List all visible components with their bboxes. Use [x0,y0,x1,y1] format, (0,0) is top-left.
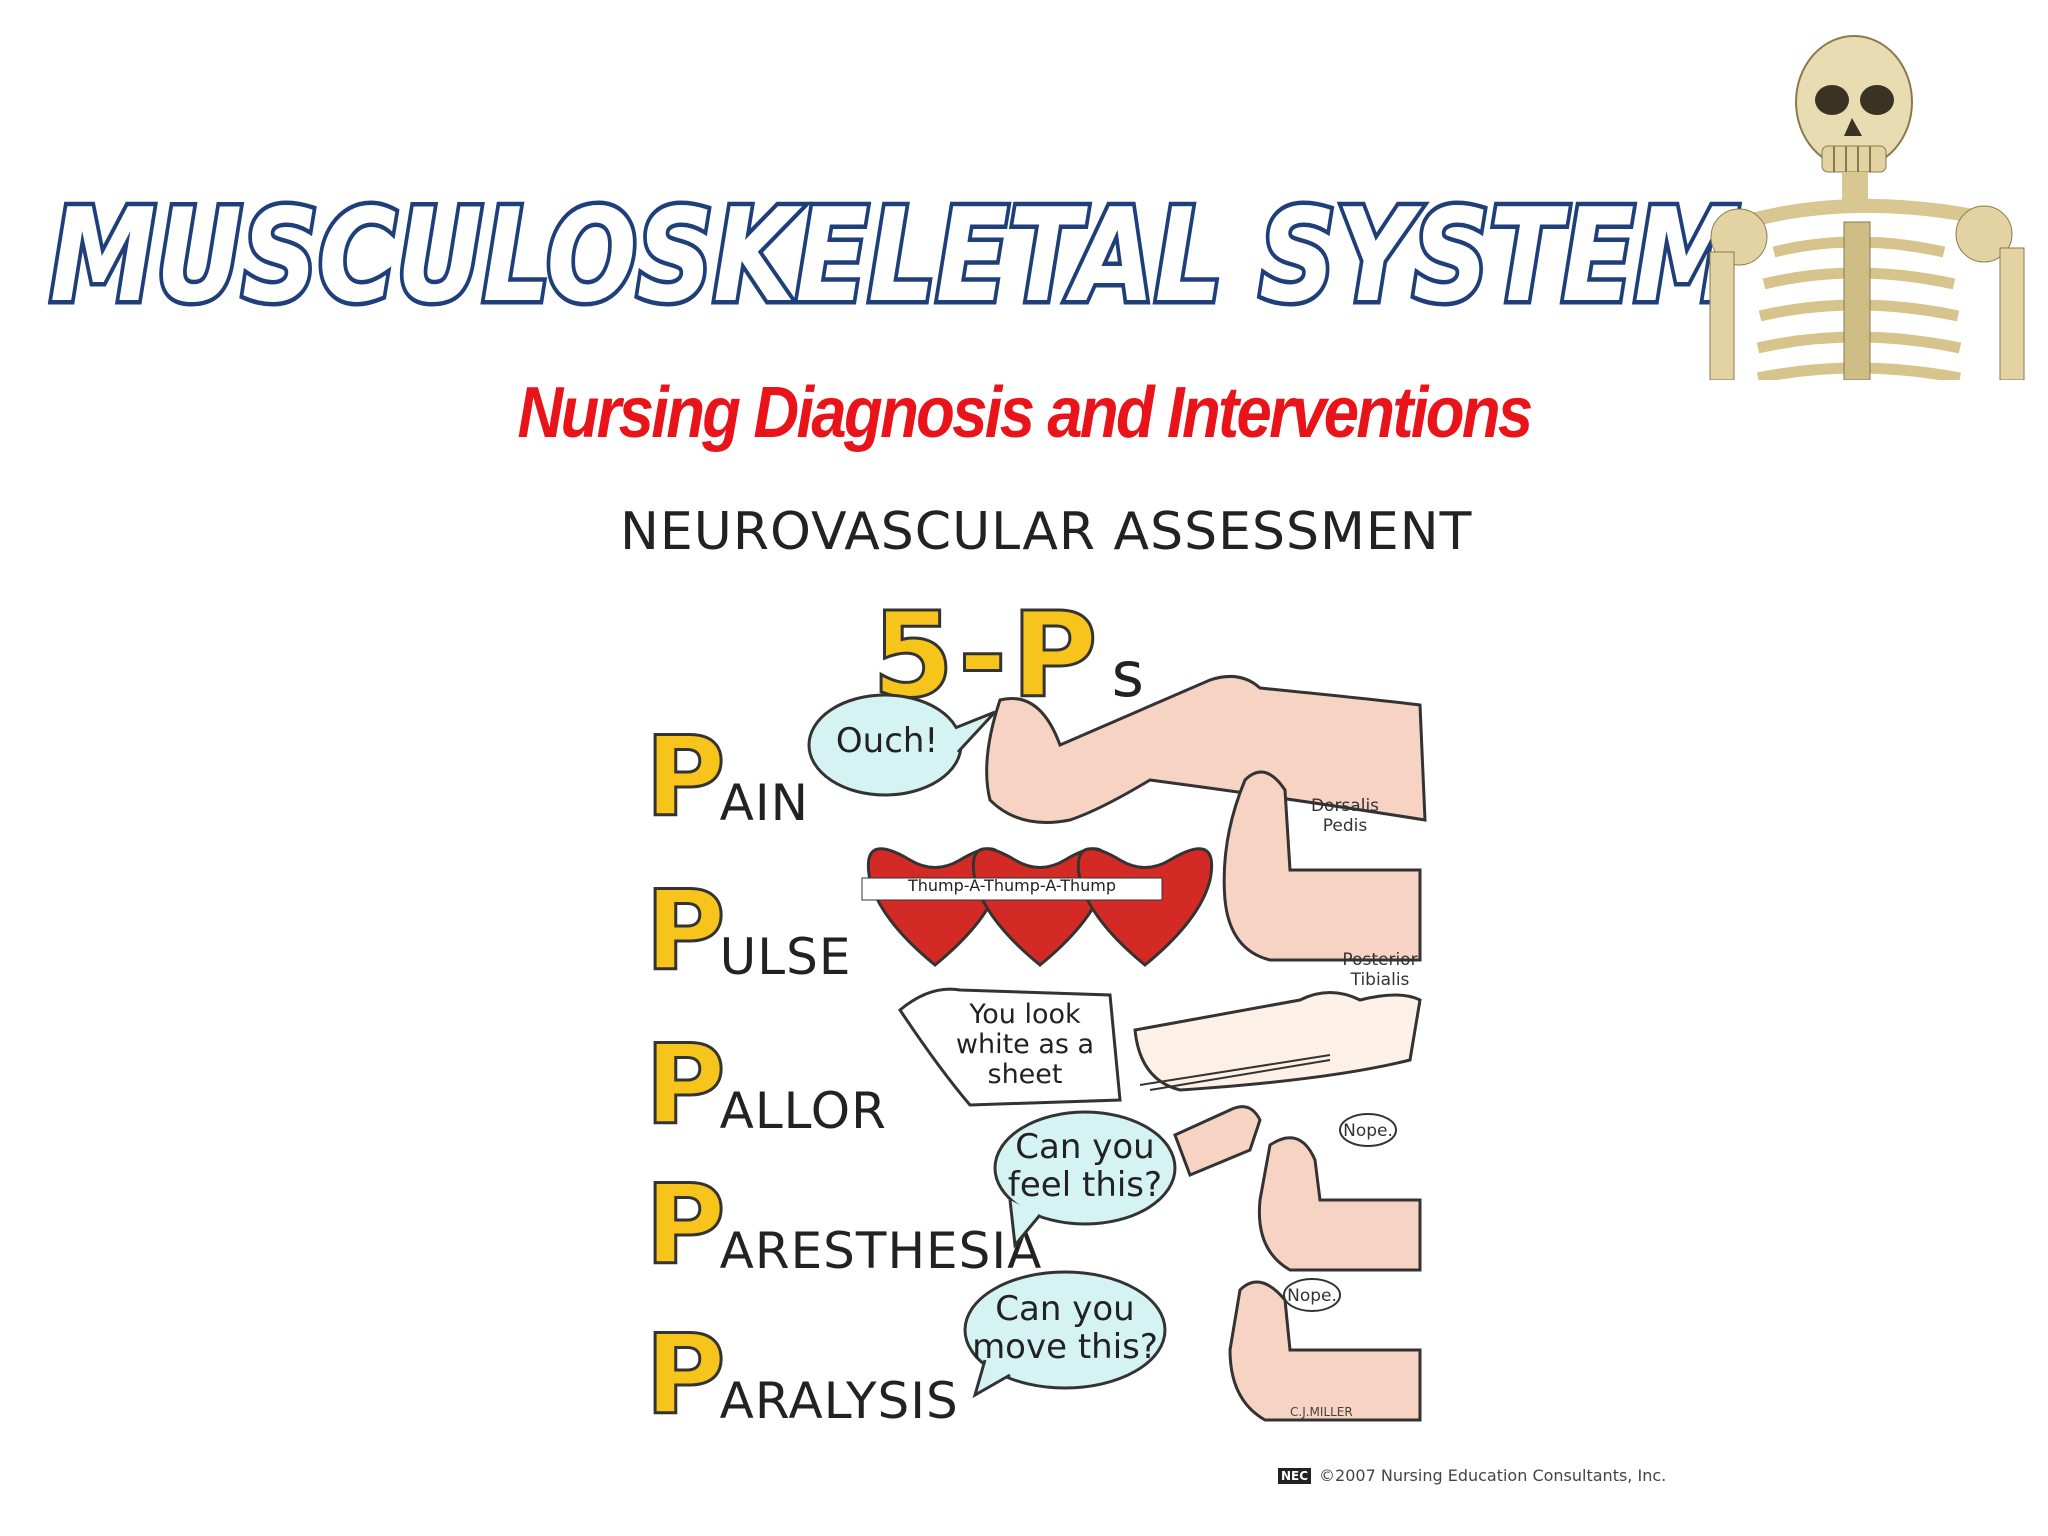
heart-icon [866,847,1214,967]
note-posterior-tibialis: Posterior Tibialis [1342,950,1418,990]
title-art: MUSCULOSKELETAL SYSTEM [46,178,1745,336]
bubble-paralysis: Can you move this? [972,1289,1158,1367]
page-title: MUSCULOSKELETAL SYSTEM [50,182,1740,331]
row-word: AIN [719,774,809,832]
bubble-pulse: Thump-A-Thump-A-Thump [907,876,1117,895]
row-pallor-label: PALLOR [644,1021,887,1149]
skeleton-image [1709,35,2025,380]
p-letter: P [644,1311,728,1439]
nope-label-2: Nope. [1287,1286,1337,1306]
copyright-line: NEC ©2007 Nursing Education Consultants,… [1278,1466,1666,1485]
p-letter: P [644,867,728,995]
bubble-pain: Ouch! [835,721,939,761]
row-word: ARESTHESIA [719,1222,1043,1280]
subtitle: Nursing Diagnosis and Interventions [517,373,1533,453]
nec-logo: NEC [1278,1467,1312,1484]
poster-heading: NEUROVASCULAR ASSESSMENT [620,502,1473,562]
row-word: ULSE [719,928,852,986]
p-letter: P [644,1021,728,1149]
copyright-text: ©2007 Nursing Education Consultants, Inc… [1319,1466,1667,1485]
note-dorsalis-pedis: Dorsalis Pedis [1310,796,1380,836]
five-ps-suffix: s [1111,638,1148,711]
artist-signature: C.J.MILLER [1290,1405,1353,1419]
row-word: ALLOR [719,1082,887,1140]
foot-illustration [985,674,1427,824]
row-word: ARALYSIS [719,1372,959,1430]
p-letter: P [644,713,728,841]
bubble-pallor: You look white as a sheet [955,999,1095,1090]
p-letter: P [644,1161,728,1289]
row-paresthesia-label: PARESTHESIA [644,1161,1043,1289]
row-pain-label: PAIN [644,713,809,841]
bubble-paresthesia: Can you feel this? [1007,1127,1163,1205]
nope-label-1: Nope. [1343,1121,1393,1141]
row-pulse-label: PULSE [644,867,852,995]
row-paralysis-label: PARALYSIS [644,1311,959,1439]
